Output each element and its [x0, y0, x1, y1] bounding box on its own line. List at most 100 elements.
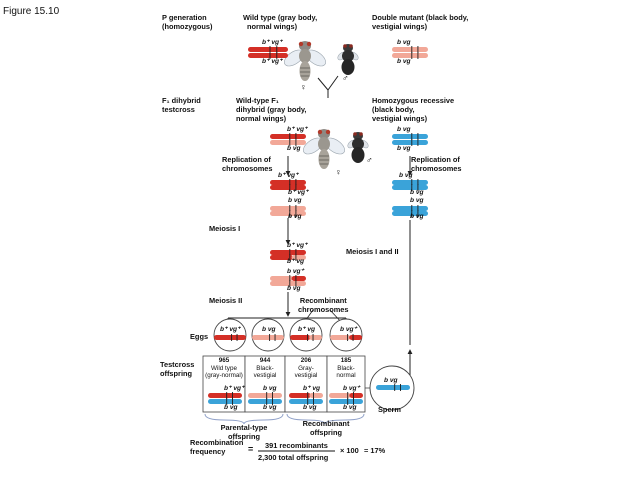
f1-gene-top: b⁺ vg⁺: [287, 126, 308, 133]
off-4-gene-bottom: b vg: [343, 404, 357, 411]
chrom-sperm: [376, 384, 410, 391]
egg-gene-3: b⁺ vg: [298, 326, 316, 333]
chrom-f1-1: [270, 133, 306, 140]
chrom-m1-3: [270, 275, 306, 282]
chrom-p-wild-2: [248, 52, 288, 59]
off-4-gene-top: b vg⁺: [343, 385, 361, 392]
double-mutant-label: Double mutant (black body,vestigial wing…: [372, 13, 469, 31]
rep-left-gene-2: b⁺ vg⁺: [288, 189, 309, 196]
off-2-gene-bottom: b vg: [263, 404, 277, 411]
meiosis-i-and-ii-label: Meiosis I and II: [346, 247, 399, 256]
rep-right-gene-4: b vg: [410, 213, 424, 220]
chrom-off-2-bot: [248, 398, 282, 405]
p-wild-gene-bottom: b⁺ vg⁺: [262, 58, 283, 65]
chrom-off-3-bot: [289, 398, 323, 405]
off-3-gene-top: b⁺ vg: [303, 385, 321, 392]
chrom-rep-l-1: [270, 179, 306, 186]
chrom-off-3-top: [289, 392, 323, 399]
eggs-split-lines: [227, 317, 347, 322]
fly-double-mutant-male-icon: [337, 44, 359, 75]
m1-gene-1: b⁺ vg⁺: [287, 242, 308, 249]
p-generation-label: P generation(homozygous): [162, 13, 213, 31]
chrom-rep-l-2: [270, 184, 306, 191]
wild-type-label: Wild type (gray body,normal wings): [243, 13, 318, 31]
p-female-symbol: ♀: [300, 82, 307, 92]
f1-female-symbol: ♀: [335, 167, 342, 177]
chrom-f1-2: [270, 139, 306, 146]
chrom-rep-r-4: [392, 210, 428, 217]
chrom-off-2-top: [248, 392, 282, 399]
chromosome-layer: [208, 46, 428, 405]
chrom-m1-1: [270, 249, 306, 256]
figure-label: Figure 15.10: [3, 6, 60, 17]
rec-gene-bottom: b vg: [397, 145, 411, 152]
chrom-off-1-bot: [208, 398, 242, 405]
p-mutant-gene-bottom: b vg: [397, 58, 411, 65]
rf-equals-sign: =: [248, 444, 254, 454]
chrom-p-mut-1: [392, 46, 428, 53]
rf-numerator: 391 recombinants: [265, 441, 328, 450]
off-2-gene-top: b vg: [263, 385, 277, 392]
eggs-label: Eggs: [190, 332, 209, 341]
rec-gene-top: b vg: [397, 126, 411, 133]
fly-wild-type-female-icon: [284, 41, 326, 81]
chrom-egg-1: [214, 334, 246, 341]
chrom-rep-l-3: [270, 205, 306, 212]
egg-gene-2: b vg: [262, 326, 276, 333]
chrom-rep-r-1: [392, 179, 428, 186]
chrom-rec-2: [392, 139, 428, 146]
fly-recessive-male-icon: [347, 132, 369, 163]
f1-male-symbol: ♂: [366, 155, 373, 165]
chrom-p-wild-1: [248, 46, 288, 53]
rf-times-100: × 100: [340, 446, 359, 455]
chrom-off-4-bot: [329, 398, 363, 405]
p-wild-gene-top: b⁺ vg⁺: [262, 39, 283, 46]
off-1-gene-top: b⁺ vg⁺: [224, 385, 245, 392]
chrom-rep-r-3: [392, 205, 428, 212]
off-1-gene-bottom: b vg: [224, 404, 238, 411]
bracket-recombinant: [286, 413, 365, 425]
p-cross-lines: [317, 75, 339, 98]
m1-gene-3: b vg⁺: [287, 268, 305, 275]
f1-gene-bottom: b vg: [287, 145, 301, 152]
rep-right-gene-1: b vg: [399, 172, 413, 179]
chrom-p-mut-2: [392, 52, 428, 59]
rep-left-gene-4: b vg: [288, 213, 302, 220]
p-mutant-gene-top: b vg: [397, 39, 411, 46]
chrom-egg-2: [252, 334, 284, 341]
chrom-egg-3: [290, 334, 322, 341]
m1-gene-4: b vg: [287, 285, 301, 292]
homozygous-recessive-label: Homozygous recessive(black body,vestigia…: [372, 96, 455, 123]
egg-gene-4: b vg⁺: [340, 326, 358, 333]
chrom-m1-2: [270, 254, 306, 261]
bracket-parental: [204, 413, 284, 425]
rep-left-gene-1: b⁺ vg⁺: [278, 172, 299, 179]
sperm-label: Sperm: [378, 405, 402, 414]
chrom-rep-r-2: [392, 184, 428, 191]
chrom-rec-1: [392, 133, 428, 140]
off-3-gene-bottom: b vg: [303, 404, 317, 411]
rep-left-gene-3: b vg: [288, 197, 302, 204]
fly-f1-wild-female-icon: [303, 129, 345, 169]
chrom-m1-4: [270, 280, 306, 287]
sperm-gene: b vg: [384, 377, 398, 384]
rep-right-gene-2: b vg: [410, 189, 424, 196]
chrom-off-4-top: [329, 392, 363, 399]
egg-gene-1: b⁺ vg⁺: [220, 326, 241, 333]
chrom-egg-4: [330, 334, 362, 341]
rf-result: = 17%: [364, 446, 386, 455]
rep-right-gene-3: b vg: [410, 197, 424, 204]
